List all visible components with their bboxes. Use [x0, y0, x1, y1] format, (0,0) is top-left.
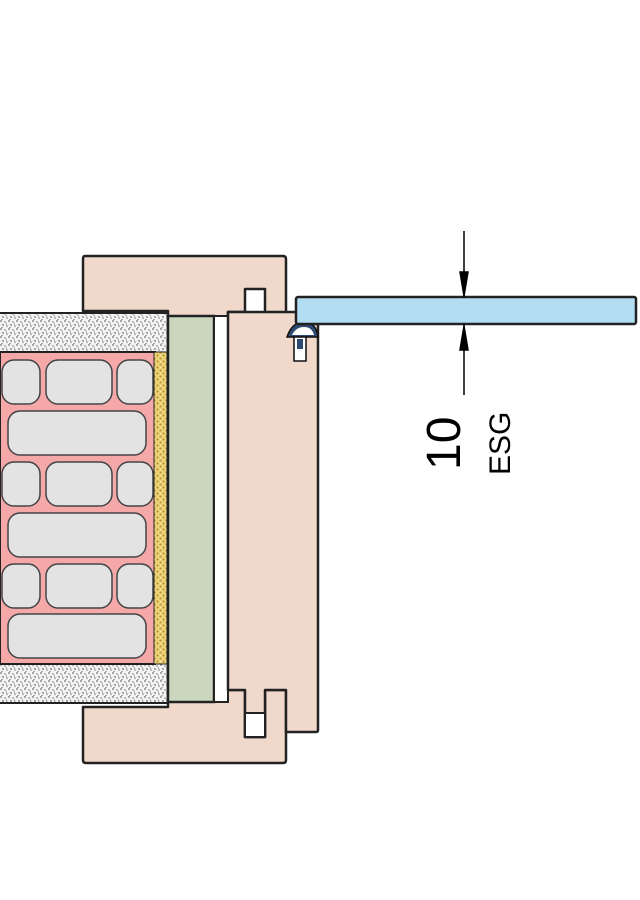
- dimension-value-label: 10: [418, 417, 471, 470]
- glass-pane: [294, 295, 638, 326]
- dimension-marker: [459, 231, 469, 395]
- board-gap: [213, 315, 229, 703]
- insulation-strip: [153, 351, 168, 665]
- board-panel: [166, 314, 216, 704]
- glass-type-label: ESG: [484, 412, 517, 475]
- brick-wall: [0, 351, 156, 665]
- door-leaf-profile: [226, 310, 320, 739]
- leaf-groove: [244, 712, 266, 738]
